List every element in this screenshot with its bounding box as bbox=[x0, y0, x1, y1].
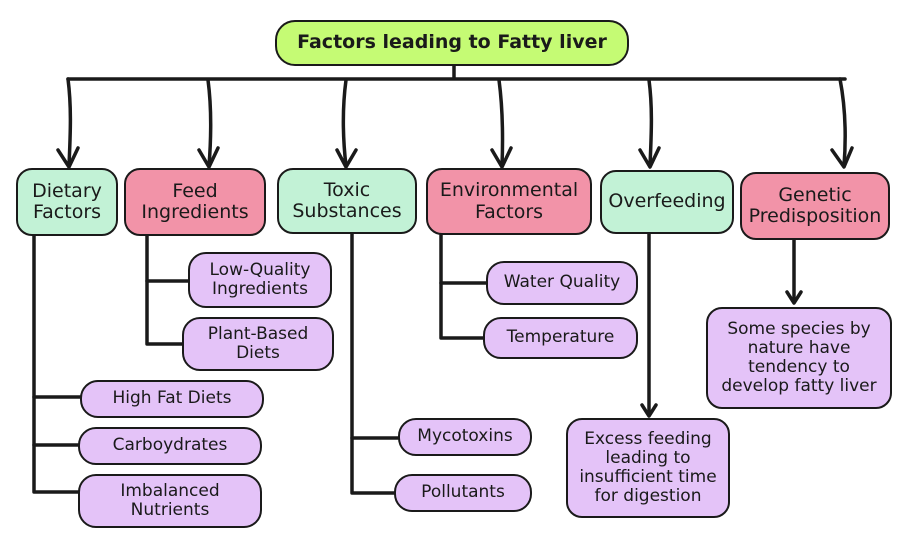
leaf-low-quality-ingredients: Low-Quality Ingredients bbox=[188, 252, 332, 308]
arrowhead-icon bbox=[638, 146, 661, 169]
environmental-branch-line bbox=[439, 233, 487, 340]
category-dietary-factors: Dietary Factors bbox=[16, 168, 118, 236]
category-overfeeding: Overfeeding bbox=[600, 170, 734, 234]
leaf-imbalanced-nutrients: Imbalanced Nutrients bbox=[78, 474, 262, 528]
arrowhead-icon bbox=[335, 148, 358, 169]
leaf-plant-based-diets: Plant-Based Diets bbox=[182, 317, 334, 371]
arrowhead-icon bbox=[785, 290, 803, 305]
arrowhead-icon bbox=[830, 146, 854, 169]
feed-branch-line bbox=[145, 234, 187, 346]
arrow-to-feed-ingredients bbox=[206, 78, 213, 168]
category-genetic-predisposition: Genetic Predisposition bbox=[740, 172, 890, 240]
toxic-branch-line bbox=[350, 228, 398, 495]
category-environmental-factors: Environmental Factors bbox=[426, 168, 592, 235]
arrowhead-icon bbox=[640, 403, 658, 418]
category-toxic-substances: Toxic Substances bbox=[277, 168, 417, 234]
arrowhead-icon bbox=[490, 146, 513, 169]
arrow-to-environmental-factors bbox=[497, 78, 505, 168]
leaf-pollutants: Pollutants bbox=[394, 474, 532, 512]
leaf-excess-feeding: Excess feeding leading to insufficient t… bbox=[566, 418, 730, 518]
arrow-to-toxic-substances bbox=[341, 78, 348, 168]
leaf-temperature: Temperature bbox=[483, 317, 638, 359]
leaf-mycotoxins: Mycotoxins bbox=[398, 418, 532, 456]
leaf-species-tendency: Some species by nature have tendency to … bbox=[706, 307, 892, 409]
arrow-to-overfeeding bbox=[647, 78, 654, 168]
arrowhead-icon bbox=[197, 146, 220, 169]
dietary-branch-line bbox=[32, 234, 84, 494]
category-feed-ingredients: Feed Ingredients bbox=[124, 168, 266, 236]
arrow-to-genetic-predisposition bbox=[838, 77, 847, 168]
leaf-water-quality: Water Quality bbox=[486, 261, 638, 305]
leaf-high-fat-diets: High Fat Diets bbox=[80, 380, 264, 418]
leaf-carbohydrates: Carboydrates bbox=[78, 427, 262, 465]
arrowhead-icon bbox=[56, 146, 80, 169]
arrow-to-dietary-factors bbox=[66, 77, 73, 168]
root-node-title: Factors leading to Fatty liver bbox=[275, 20, 629, 66]
